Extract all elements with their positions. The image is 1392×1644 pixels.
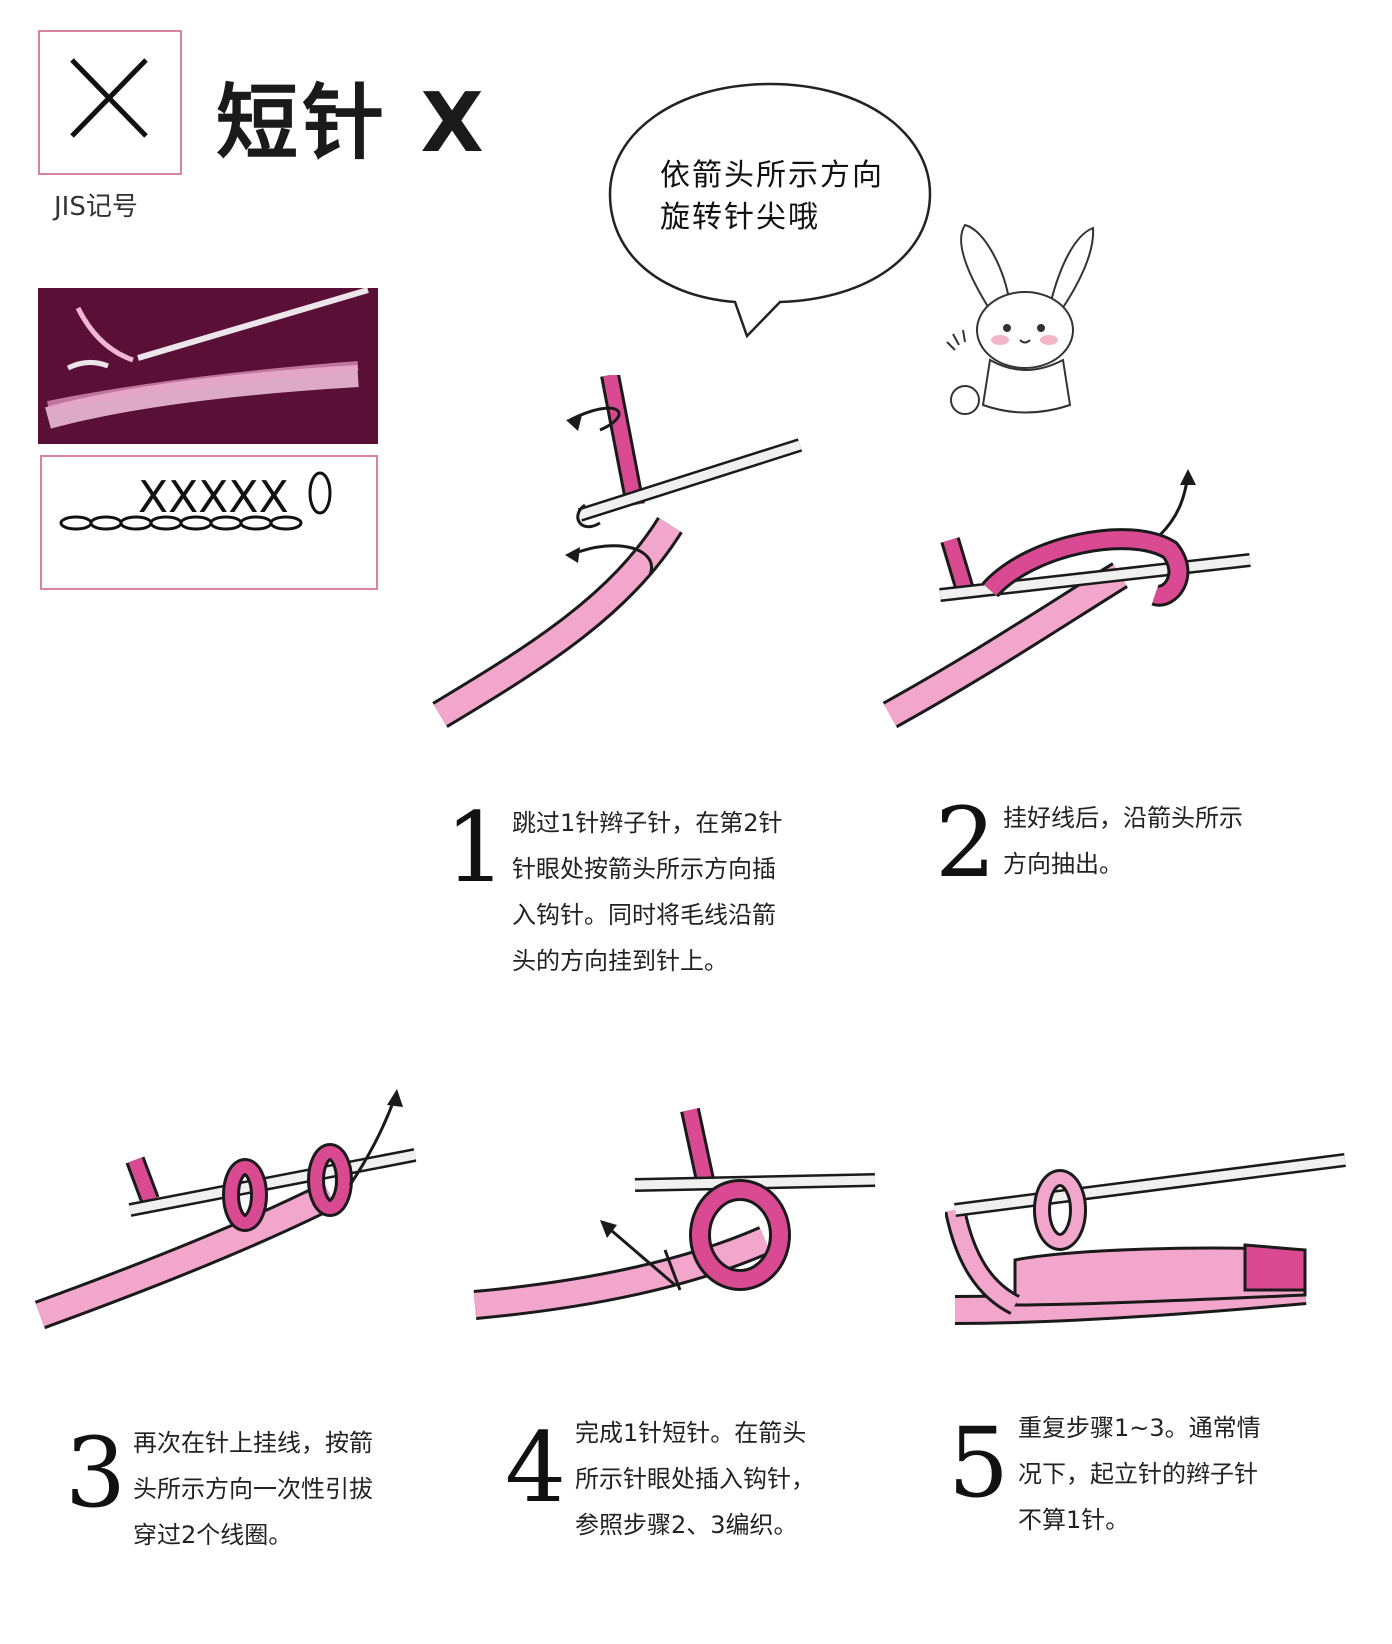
step-5-number: 5 xyxy=(948,1407,1010,1519)
jis-label: JIS记号 xyxy=(54,192,138,222)
step-5-illustration xyxy=(945,1153,1346,1325)
step-3-text: 再次在针上挂线，按箭 头所示方向一次性引拔 穿过2个线圈。 xyxy=(133,1429,373,1549)
step-1-number: 1 xyxy=(445,792,507,904)
crochet-photo xyxy=(38,288,378,444)
step-4-text: 完成1针短针。在箭头 所示针眼处插入钩针， 参照步骤2、3编织。 xyxy=(575,1419,815,1539)
step-4-number: 4 xyxy=(505,1412,567,1524)
step-2-text: 挂好线后，沿箭头所示 方向抽出。 xyxy=(1003,804,1243,878)
bubble-line-1: 依箭头所示方向 xyxy=(660,158,884,193)
jis-symbol-box xyxy=(38,30,182,175)
step-1-illustration xyxy=(432,375,803,728)
cross-symbol-icon xyxy=(70,58,148,138)
stitch-diagram: XXXXX xyxy=(40,455,378,590)
step-1-text: 跳过1针辫子针，在第2针 针眼处按箭头所示方向插 入钩针。同时将毛线沿箭 头的方… xyxy=(512,809,783,975)
step-5-text: 重复步骤1~3。通常情 况下，起立针的辫子针 不算1针。 xyxy=(1018,1414,1261,1534)
bubble-line-2: 旋转针尖哦 xyxy=(660,200,820,235)
step-4-illustration xyxy=(473,1107,876,1320)
step-3-illustration xyxy=(34,1089,417,1330)
page-title: 短针 X xyxy=(216,76,488,171)
step-2-number: 2 xyxy=(935,787,997,899)
step-3-number: 3 xyxy=(65,1417,127,1529)
diagram-symbols: XXXXX xyxy=(138,472,289,523)
rabbit-mascot-icon xyxy=(946,223,1095,415)
speech-bubble xyxy=(608,82,932,339)
step-2-illustration xyxy=(882,469,1251,729)
